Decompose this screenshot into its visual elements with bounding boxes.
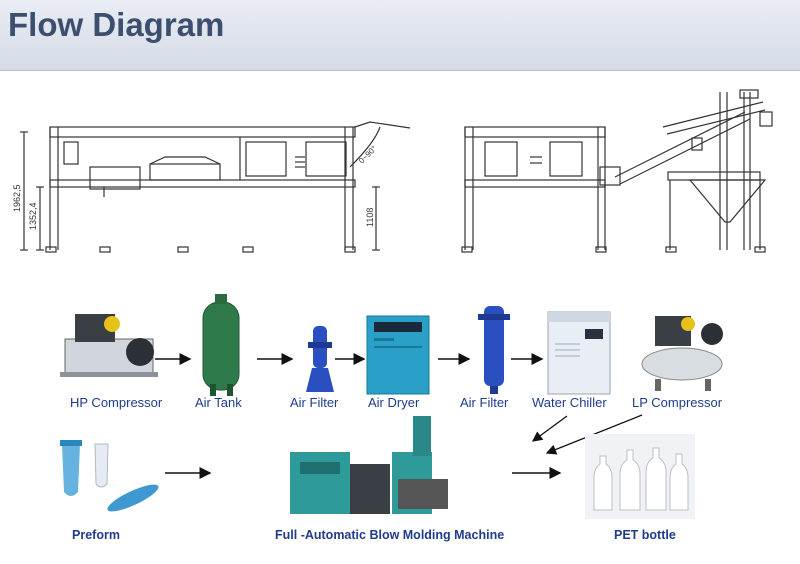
page-title: Flow Diagram [8,6,225,43]
flow-graphics [60,294,723,519]
water-chiller-icon [547,311,611,395]
air-filter-icon [478,306,510,394]
dimension-angle: 0~90° [357,144,378,165]
label-blow-molding-machine: Full -Automatic Blow Molding Machine [275,528,505,542]
page-header: Flow Diagram [0,0,800,71]
dimension-right-height: 1108 [365,208,375,227]
preform-icon [60,440,159,512]
flow-section: HP Compressor Air Tank Air Filter Air Dr… [0,284,800,564]
label-pet-bottle: PET bottle [614,528,676,542]
air-dryer-icon [366,315,430,395]
air-filter-icon [306,326,334,392]
blow-molding-machine-icon [290,416,448,514]
dimension-overall-height: 1962,5 [12,184,22,212]
label-water-chiller: Water Chiller [532,395,607,410]
air-tank-icon [202,294,240,396]
machine-technical-drawing: 1962,5 1352,4 1108 0~90° [12,89,773,253]
pet-bottle-icon [585,434,695,519]
lp-compressor-icon [641,316,723,391]
hp-compressor-icon [60,314,158,377]
label-hp-compressor: HP Compressor [70,395,163,410]
label-air-filter-1: Air Filter [290,395,339,410]
label-preform: Preform [72,528,120,542]
dimension-mid-height: 1352,4 [28,202,38,230]
label-air-dryer: Air Dryer [368,395,420,410]
label-air-tank: Air Tank [195,395,242,410]
label-lp-compressor: LP Compressor [632,395,723,410]
label-air-filter-2: Air Filter [460,395,509,410]
